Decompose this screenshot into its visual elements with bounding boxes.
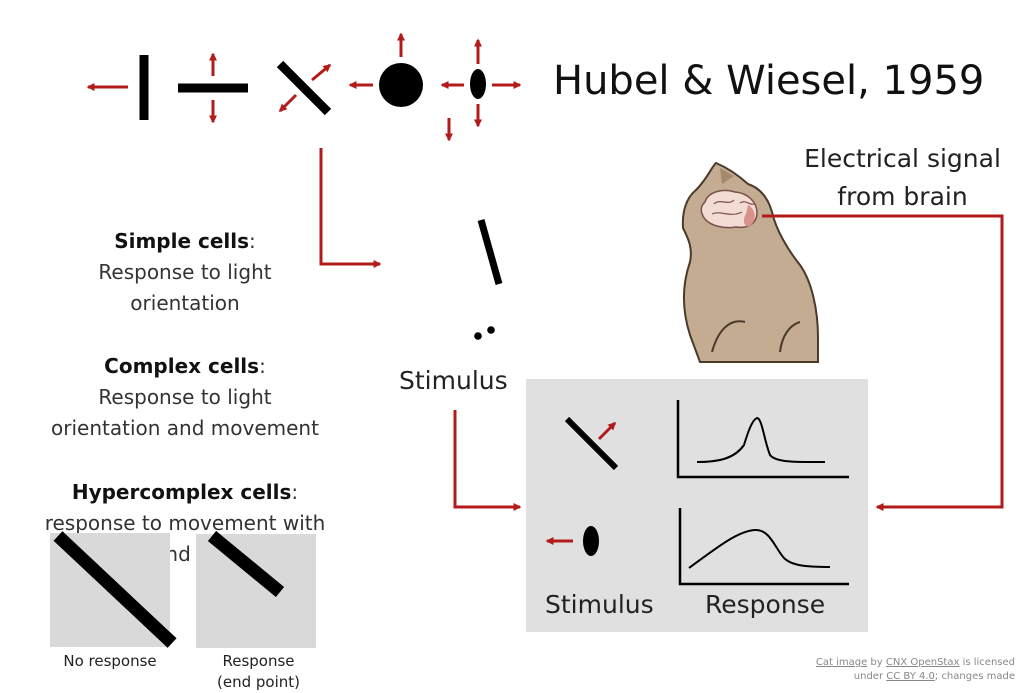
- panel-response-label: Response: [705, 590, 826, 619]
- page-title: Hubel & Wiesel, 1959: [553, 58, 985, 104]
- response-graph-peak: [676, 400, 849, 479]
- credit-link-openstax[interactable]: CNX OpenStax: [885, 657, 960, 668]
- arrow-up-right-icon: [311, 63, 332, 82]
- large-dot-stimulus: [348, 32, 423, 107]
- response-graph-broad: [678, 508, 849, 586]
- horizontal-bar-stimulus: [178, 52, 248, 124]
- cell-type-desc: response to movement with: [44, 511, 326, 535]
- oval-stimulus: [440, 38, 522, 142]
- stimulus-response-panel: [526, 379, 868, 632]
- tilted-bar-icon: [477, 219, 503, 285]
- arrow-down-left-icon: [278, 93, 298, 113]
- cell-type-desc: an end point: [121, 542, 249, 566]
- example-caption-no-response: No response: [50, 651, 170, 672]
- caption-line: (end point): [217, 673, 300, 691]
- diagonal-bar-stimulus: [276, 60, 332, 116]
- electrical-signal-line2: from brain: [837, 182, 968, 211]
- panel-stimulus-label: Stimulus: [545, 590, 654, 619]
- cat-illustration: [681, 161, 819, 363]
- cell-type-name: Hypercomplex cells: [71, 480, 292, 504]
- cell-type-desc: Response to light: [98, 385, 272, 409]
- panel-diagonal-bar: [564, 416, 619, 471]
- dots-icon: [474, 326, 495, 340]
- electrical-signal-label: Electrical signal from brain: [790, 140, 1015, 216]
- example-caption-response: Response (end point): [196, 651, 321, 693]
- cell-type-colon: :: [259, 354, 266, 378]
- credit-link-license[interactable]: CC BY 4.0: [886, 671, 935, 682]
- credit-link-cat-image[interactable]: Cat image: [815, 657, 868, 668]
- cell-type-desc: Response to light: [98, 260, 272, 284]
- electrical-signal-line1: Electrical signal: [804, 144, 1001, 173]
- connector-arrow: [319, 148, 382, 268]
- cell-type-colon: :: [249, 229, 256, 253]
- cell-type-name: Complex cells: [104, 354, 260, 378]
- credit-text: under: [853, 671, 887, 682]
- cell-type-desc: orientation and movement: [51, 416, 319, 440]
- credit-text: by: [867, 657, 886, 668]
- vertical-bar-stimulus: [86, 55, 149, 120]
- hypercomplex-cells-block: Hypercomplex cells: response to movement…: [30, 477, 340, 570]
- credit-text: ; changes made: [934, 671, 1015, 682]
- stimulus-label: Stimulus: [399, 366, 508, 395]
- simple-cells-block: Simple cells: Response to light orientat…: [30, 226, 340, 319]
- credit-text: is licensed: [959, 657, 1015, 668]
- image-credit: Cat image by CNX OpenStax is licensed un…: [790, 656, 1015, 684]
- arrow-up-right-icon: [597, 421, 617, 441]
- panel-oval: [583, 526, 599, 556]
- caption-line: Response: [222, 652, 295, 670]
- electrical-signal-wire: [762, 214, 1004, 511]
- cell-type-name: Simple cells: [114, 229, 250, 253]
- stimulus-to-panel-arrow: [453, 410, 522, 511]
- cell-type-colon: :: [291, 480, 299, 504]
- complex-cells-block: Complex cells: Response to light orienta…: [30, 351, 340, 444]
- caption-line: No response: [63, 652, 157, 670]
- cell-type-desc: orientation: [130, 291, 240, 315]
